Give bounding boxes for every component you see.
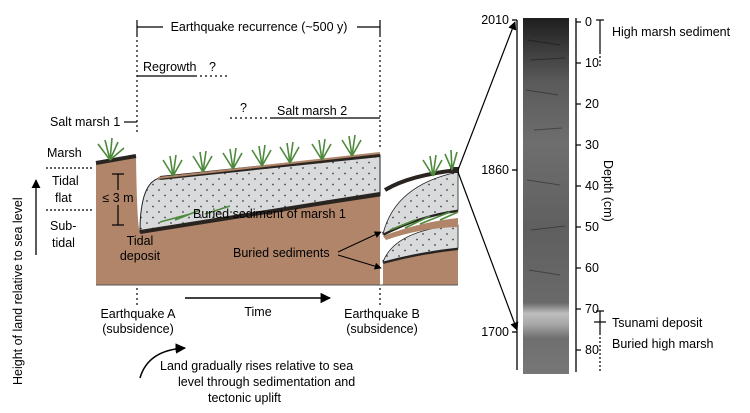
year-1700: 1700 <box>481 325 509 339</box>
depth-tick-label: 50 <box>585 220 599 234</box>
depth-tick-label: 80 <box>585 343 599 357</box>
zone-flat: flat <box>55 191 72 205</box>
salt-marsh-2-question: ? <box>240 101 247 115</box>
zone-marsh: Marsh <box>47 146 82 160</box>
zone-tidal: Tidal <box>52 174 79 188</box>
tsunami-label: Tsunami deposit <box>612 316 703 330</box>
depth-tick-label: 30 <box>585 138 599 152</box>
earthquake-b-sub: (subsidence) <box>346 322 418 336</box>
depth-ticks: 0 10 20 30 40 50 60 70 80 <box>576 15 599 357</box>
tidal-deposit-1: Tidal <box>127 234 154 248</box>
year-2010: 2010 <box>481 13 509 27</box>
depth-tick-label: 10 <box>585 56 599 70</box>
cross-section <box>95 152 459 286</box>
buried-arrow-1 <box>337 231 382 253</box>
regrowth-question: ? <box>209 60 216 74</box>
grass-tufts <box>97 134 458 177</box>
high-marsh-label: High marsh sediment <box>612 25 731 39</box>
depth-tick-label: 20 <box>585 97 599 111</box>
tidal-deposit-2: deposit <box>120 249 161 263</box>
core-image <box>523 18 569 374</box>
zone-subtidal-2: tidal <box>52 236 75 250</box>
sediment-core: 2010 1860 1700 0 10 20 30 40 50 60 70 80 Depth (… <box>481 13 615 374</box>
y-axis-label: Height of land relative to sea level <box>11 197 25 385</box>
zoom-line-bottom <box>457 171 519 331</box>
buried-high-marsh-label: Buried high marsh <box>612 337 713 351</box>
salt-marsh-1-label: Salt marsh 1 <box>50 115 120 129</box>
earthquake-a-sub: (subsidence) <box>102 322 174 336</box>
earthquake-b-title: Earthquake B <box>344 307 420 321</box>
depth-tick-label: 40 <box>585 179 599 193</box>
buried-marsh-1-label: Buried sediment of marsh 1 <box>193 207 346 221</box>
zone-subtidal-1: Sub- <box>50 219 76 233</box>
depth-tick-label: 60 <box>585 261 599 275</box>
recurrence-label: Earthquake recurrence (~500 y) <box>171 20 348 34</box>
rise-note-1: Land gradually rises relative to sea <box>160 359 353 373</box>
salt-marsh-2-label: Salt marsh 2 <box>277 104 347 118</box>
buried-arrow-2 <box>337 254 382 270</box>
height-marker-label: ≤ 3 m <box>102 191 133 205</box>
buried-sediments-label: Buried sediments <box>233 246 330 260</box>
rise-arrow <box>139 343 187 379</box>
time-label: Time <box>244 305 271 319</box>
depth-tick-label: 0 <box>585 15 592 29</box>
rise-note-2: level through sedimentation and <box>178 375 355 389</box>
regrowth-label: Regrowth <box>143 60 197 74</box>
depth-tick-label: 70 <box>585 302 599 316</box>
zoom-line-top <box>457 21 517 171</box>
year-1860: 1860 <box>481 163 509 177</box>
recurrence-bracket: Earthquake recurrence (~500 y) <box>136 20 381 35</box>
rise-note-3: tectonic uplift <box>208 391 281 405</box>
height-marker: ≤ 3 m <box>100 173 136 226</box>
earthquake-a-title: Earthquake A <box>100 307 176 321</box>
buried-grass <box>159 205 459 231</box>
depth-label: Depth (cm) <box>601 160 615 222</box>
